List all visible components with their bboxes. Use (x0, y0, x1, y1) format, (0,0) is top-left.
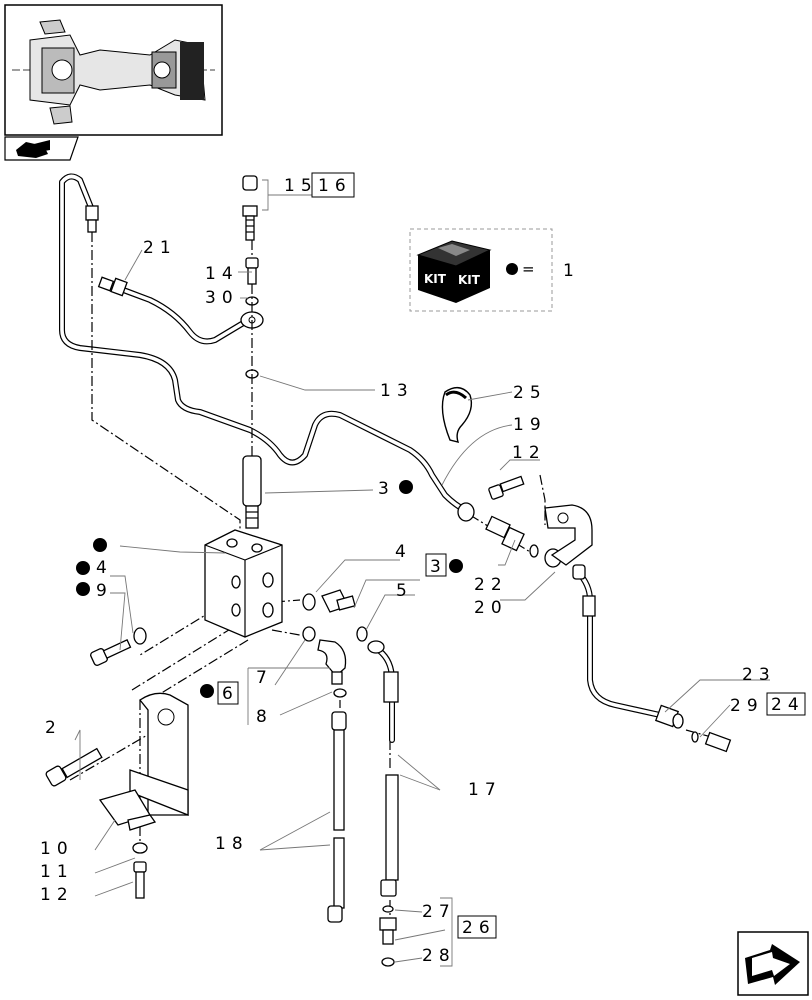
callout-26: 26 (462, 918, 496, 938)
callout-28: 28 (422, 946, 456, 966)
callout-16: 16 (318, 176, 352, 196)
callout-22: 22 (474, 575, 508, 595)
callout-3-box: 3 (430, 557, 447, 577)
callout-2: 2 (45, 718, 62, 738)
callout-9: 9 (96, 581, 113, 601)
callout-7: 7 (256, 668, 273, 688)
callout-5: 5 (396, 581, 413, 601)
callout-3-top: 3 (378, 479, 395, 499)
bolt-stack (242, 175, 262, 529)
callout-29: 29 (730, 696, 764, 716)
hose-23 (572, 564, 732, 753)
callout-12-top: 12 (512, 443, 546, 463)
callout-14: 14 (205, 264, 239, 284)
callout-labels: 15 16 14 30 21 13 25 19 12 3 4 3 5 22 20… (40, 176, 805, 966)
kit-label-right: KIT (458, 273, 481, 287)
callout-4-right: 4 (395, 542, 412, 562)
callout-30: 30 (205, 288, 239, 308)
callout-21: 21 (143, 238, 177, 258)
leader-lines (74, 179, 770, 967)
fittings (302, 475, 593, 698)
callout-6: 6 (222, 684, 239, 704)
callout-13: 13 (380, 381, 414, 401)
kit-equals: = (522, 260, 535, 278)
callout-19: 19 (513, 415, 547, 435)
callout-27: 27 (422, 902, 456, 922)
kit-dot-marker (506, 263, 518, 275)
callout-4-left: 4 (96, 558, 113, 578)
callout-10: 10 (40, 839, 74, 859)
clamp-25 (441, 387, 473, 443)
callout-11: 11 (40, 862, 74, 882)
callout-20: 20 (474, 598, 508, 618)
hoses-17-18 (327, 640, 399, 967)
bottom-bracket (45, 627, 189, 899)
axle-thumbnail[interactable] (4, 4, 223, 136)
kit-box-icon: KIT KIT (416, 240, 492, 303)
pipe-21 (97, 276, 264, 345)
callout-23: 23 (742, 665, 776, 685)
callout-15: 15 (284, 176, 318, 196)
book-icon[interactable] (4, 136, 79, 161)
callout-17: 17 (468, 780, 502, 800)
callout-8: 8 (256, 707, 273, 727)
next-page-arrow-icon[interactable] (737, 931, 809, 996)
kit-number: 1 (563, 261, 574, 281)
kit-label-left: KIT (424, 272, 447, 286)
kit-legend: KIT KIT = 1 (409, 228, 574, 312)
callout-25: 25 (513, 383, 547, 403)
callout-18: 18 (215, 834, 249, 854)
callout-boxes (217, 172, 806, 939)
pipe-19 (59, 173, 468, 513)
bullet-markers (76, 480, 463, 698)
callout-12-bottom: 12 (40, 885, 74, 905)
valve-block (204, 529, 283, 638)
callout-24: 24 (771, 695, 805, 715)
